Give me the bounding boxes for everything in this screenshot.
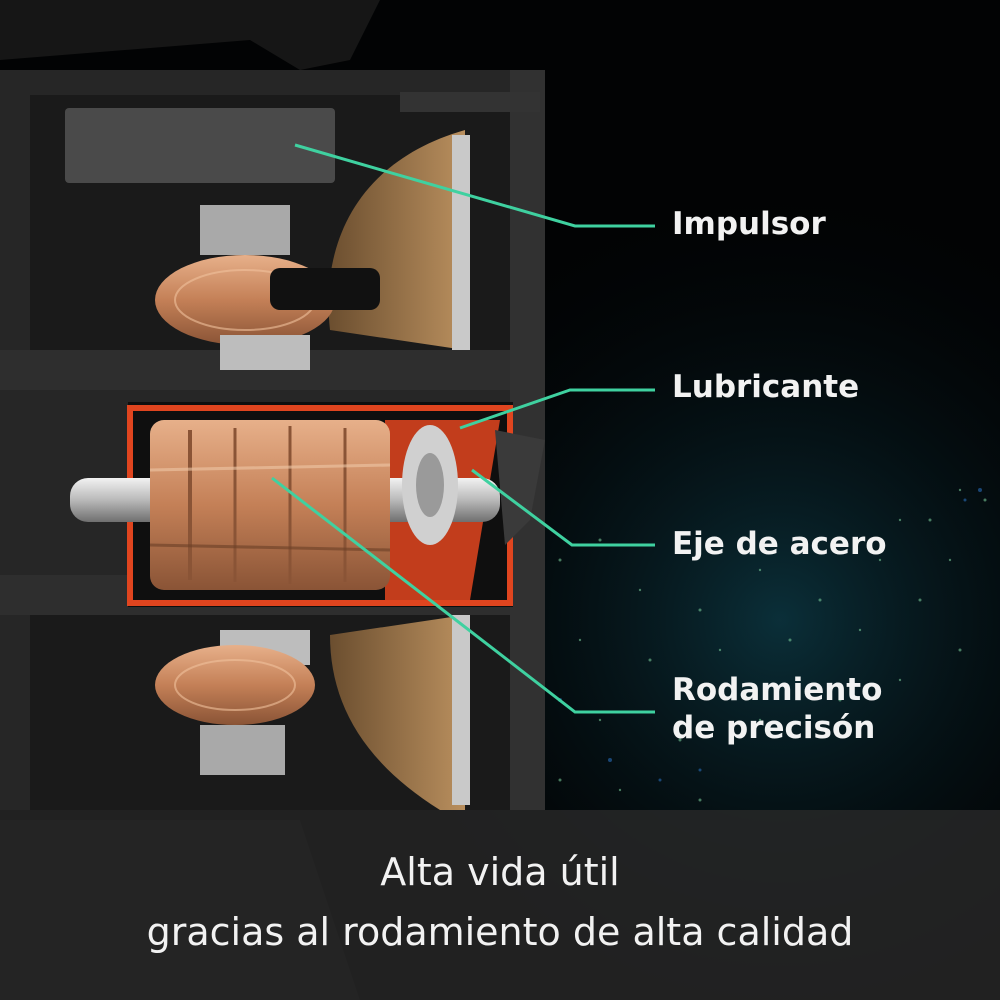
coil-top (155, 205, 380, 370)
label-rodamiento: Rodamiento de precisón (672, 672, 882, 748)
impeller-magnet (65, 108, 335, 183)
label-rodamiento-line1: Rodamiento (672, 672, 883, 708)
leader-line-eje (471, 468, 655, 547)
particle-field (558, 488, 987, 802)
impeller-disc-bottom (330, 615, 465, 810)
leader-line-lubricante (459, 388, 655, 430)
fan-blade-top (0, 0, 380, 70)
caption-title: Alta vida útil (380, 850, 620, 894)
coil-bottom (155, 630, 315, 775)
shaft-clip (495, 430, 545, 545)
leader-lines (271, 143, 655, 714)
label-lubricante: Lubricante (672, 369, 860, 405)
washer-hole (416, 453, 444, 517)
disc-edge-top (452, 135, 470, 350)
label-rodamiento-line2: de precisón (672, 709, 876, 746)
caption-bar: Alta vida útil gracias al rodamiento de … (0, 810, 1000, 1000)
label-eje-de-acero: Eje de acero (672, 526, 887, 562)
label-impulsor: Impulsor (672, 206, 826, 242)
leader-line-impulsor (294, 143, 655, 228)
disc-edge-bottom (452, 615, 470, 805)
caption-subtitle: gracias al rodamiento de alta calidad (146, 910, 854, 954)
precision-bearing (149, 420, 391, 590)
leader-line-rodamiento (271, 476, 655, 714)
